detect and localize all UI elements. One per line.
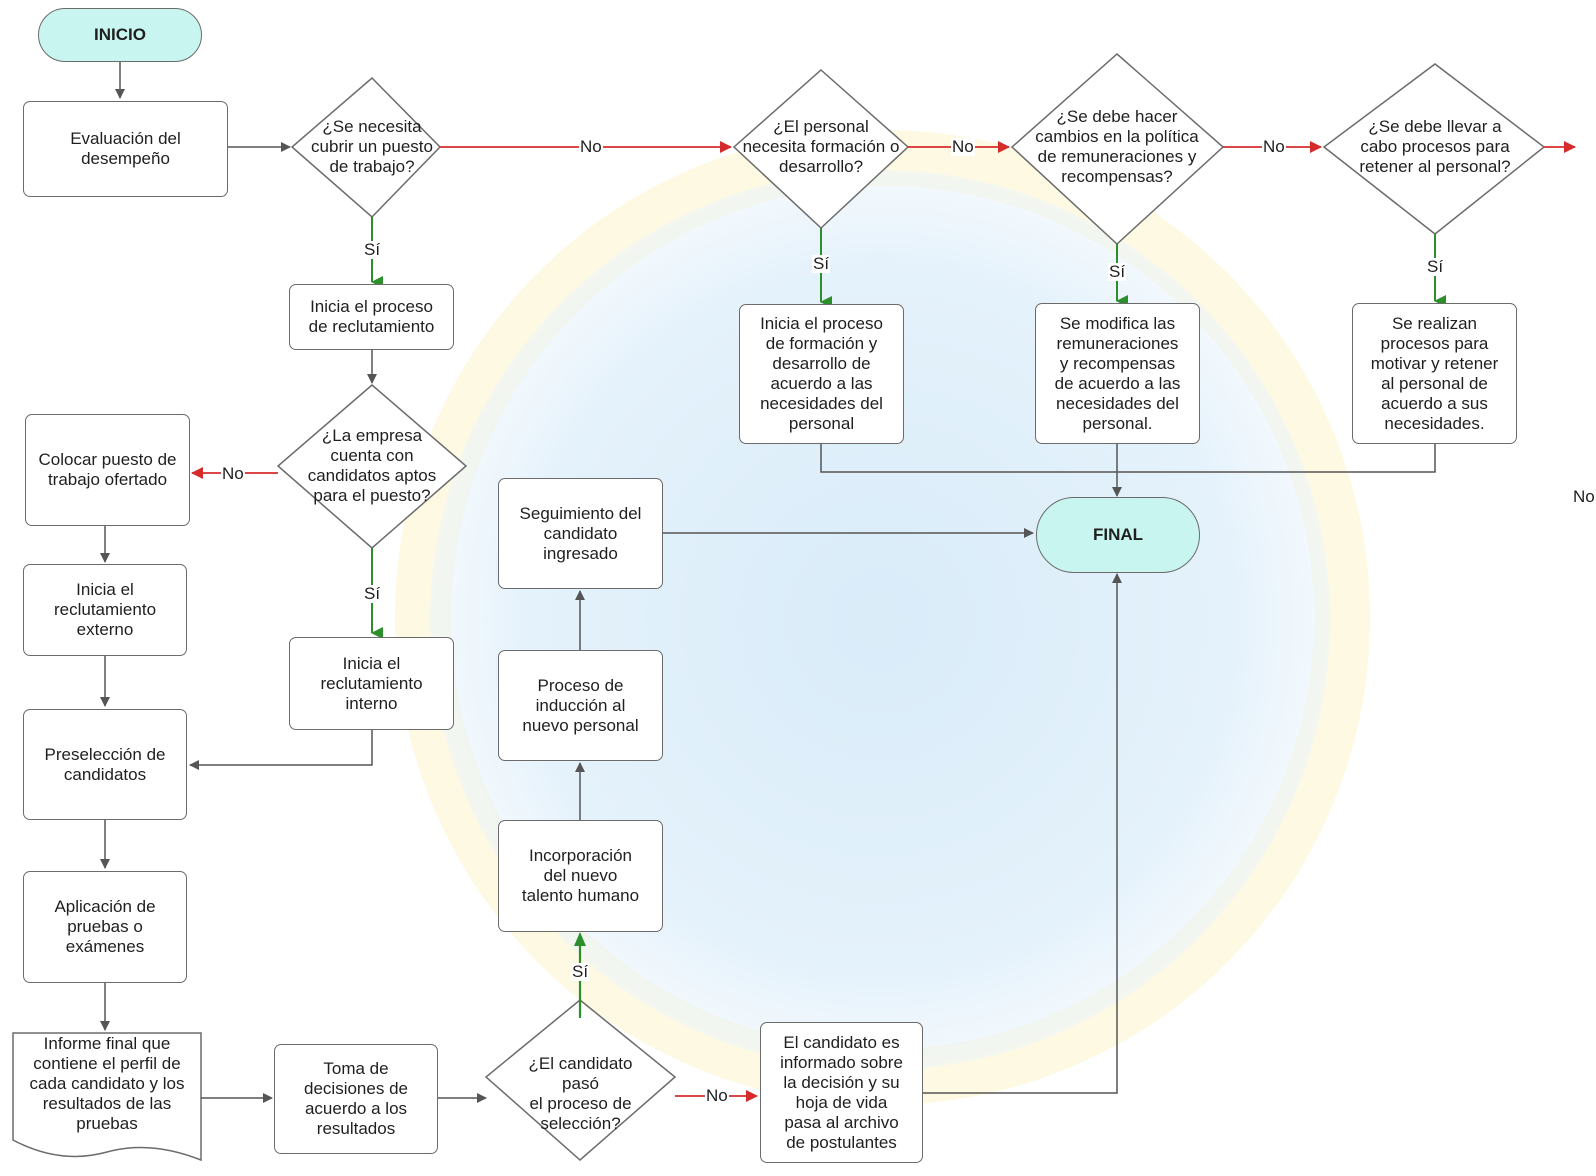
process-reclutamiento: Inicia el proceso de reclutamiento [289, 284, 454, 350]
decision-retener-text: ¿Se debe llevar a cabo procesos para ret… [1359, 117, 1511, 176]
start-terminal: INICIO [38, 8, 202, 62]
process-incorporacion: Incorporación del nuevo talento humano [498, 820, 663, 932]
arrowhead-up-green [574, 932, 586, 946]
decision-shape-candidato [484, 999, 677, 1161]
edge-label-si-retener: Sí [1426, 257, 1445, 276]
process-remuneraciones: Se modifica las remuneraciones y recompe… [1035, 303, 1200, 444]
process-preseleccion: Preselección de candidatos [23, 709, 187, 820]
edge-label-no-puesto: No [579, 137, 603, 156]
end-terminal: FINAL [1036, 497, 1200, 573]
edge-label-no-empresa: No [221, 464, 245, 483]
edge-label-si-candidato: Sí [571, 962, 590, 981]
process-evaluacion: Evaluación del desempeño [23, 101, 228, 197]
decision-formacion-text: ¿El personal necesita formación o desarr… [742, 117, 900, 176]
decision-puesto-text: ¿Se necesita cubrir un puesto de trabajo… [311, 117, 433, 176]
process-informado: El candidato es informado sobre la decis… [760, 1022, 923, 1163]
edge-label-si-remuneraciones: Sí [1108, 262, 1127, 281]
document-informe-text: Informe final que contiene el perfil de … [29, 1034, 185, 1133]
edge-label-no-candidato: No [705, 1086, 729, 1105]
decision-remuneraciones-text: ¿Se debe hacer cambios en la política de… [1035, 107, 1199, 186]
process-aplicacion: Aplicación de pruebas o exámenes [23, 871, 187, 983]
edge-label-no-remuneraciones: No [1262, 137, 1286, 156]
process-interno: Inicia el reclutamiento interno [289, 637, 454, 730]
edge-label-no-retener: No [1572, 487, 1596, 506]
process-seguimiento: Seguimiento del candidato ingresado [498, 478, 663, 589]
decision-candidato-text: ¿El candidato pasó el proceso de selecci… [528, 1054, 633, 1133]
edge-label-no-formacion: No [951, 137, 975, 156]
document-shape-informe [12, 1032, 202, 1162]
edge-label-si-formacion: Sí [812, 254, 831, 273]
process-colocar: Colocar puesto de trabajo ofertado [25, 414, 190, 526]
edge-label-si-puesto: Sí [363, 240, 382, 259]
process-externo: Inicia el reclutamiento externo [23, 564, 187, 656]
decision-empresa-text: ¿La empresa cuenta con candidatos aptos … [307, 426, 437, 505]
edge-label-si-empresa: Sí [363, 584, 382, 603]
process-induccion: Proceso de inducción al nuevo personal [498, 650, 663, 761]
process-toma-decisiones: Toma de decisiones de acuerdo a los resu… [274, 1044, 438, 1154]
process-retener: Se realizan procesos para motivar y rete… [1352, 303, 1517, 444]
process-formacion: Inicia el proceso de formación y desarro… [739, 304, 904, 444]
